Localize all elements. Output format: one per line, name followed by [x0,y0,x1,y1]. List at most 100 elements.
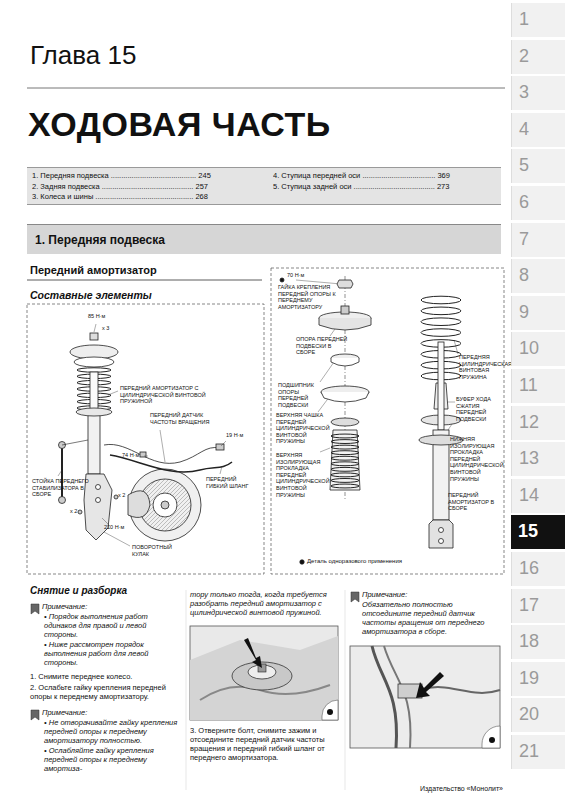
quantity: x 2 [118,492,138,499]
procedure-step: 2. Ослабьте гайку крепления передней опо… [30,683,178,701]
contents-entry: 1. Передняя подвеска ...................… [32,171,258,180]
tab-number: 3 [519,82,563,104]
contents-entry: 2. Задняя подвеска .....................… [32,182,258,191]
subheading: Передний амортизатор [30,264,250,277]
tab-number: 20 [519,704,563,726]
part-name: ГАЙКА КРЕПЛЕНИЯ ПЕРЕДНЕЙ ОПОРЫ К ПЕРЕДНЕ… [278,284,338,310]
tab-number: 11 [519,375,563,397]
chapter-tab: 7 [511,223,565,257]
figure-frame [27,304,264,574]
chapter-tab-active: 15 [511,515,565,549]
contents-entry: 5. Ступица задней оси ..................… [273,182,499,191]
part-name: НИЖНЯЯ ИЗОЛИРУЮЩАЯ ПРОКЛАДКА ПЕРЕДНЕЙ ЦИ… [450,436,502,482]
note-text: • Порядок выполнения работ одинаков для … [42,612,182,639]
tab-number: 16 [519,558,563,580]
tab-number: 4 [519,119,563,141]
chapter-tab: 5 [511,149,565,183]
coil-turn [331,462,359,466]
chapter-tab: 6 [511,186,565,220]
exploded-view [280,276,463,564]
quantity: x 3 [102,325,122,332]
tab-number: 5 [519,155,563,177]
figure-frame [271,268,504,574]
contents-entry: 3. Колеса и шины .......................… [32,192,258,201]
chapter-tab: 18 [511,625,565,659]
photo [190,626,338,720]
procedure-step: 1. Снимите переднее колесо. [30,672,178,681]
chapter-tab: 9 [511,296,565,330]
column-rule [345,590,346,790]
note-box: Примечание:Обязательно полностью отсоеди… [348,590,502,637]
page-title: ХОДОВАЯ ЧАСТЬ [28,104,498,145]
header-rule [27,88,505,89]
tab-number: 9 [519,302,563,324]
contents-box: 1. Передняя подвеска ...................… [27,167,501,205]
section-heading: Снятие и разборка [30,585,180,597]
part-name: ПЕРЕДНИЙ ГИБКИЙ ШЛАНГ [206,476,254,489]
chapter-tab: 1 [511,3,565,37]
publisher-name: Издательство «Монолит» [420,785,508,793]
chapter-tab: 16 [511,552,565,586]
photo [350,646,500,748]
tab-number: 7 [519,229,563,251]
tab-number: 18 [519,631,563,653]
tab-number: 13 [519,448,563,470]
note-text: • Не отворачивайте гайку крепления перед… [42,718,182,745]
tab-number: 1 [519,9,563,31]
chapter-tab: 4 [511,113,565,147]
part-name: ПЕРЕДНИЙ АМОРТИЗАТОР В СБОРЕ [448,492,498,512]
coil-turn [331,451,359,455]
note-heading: Примечание: [42,708,182,717]
part-name: ВЕРХНЯЯ ИЗОЛИРУЮЩАЯ ПРОКЛАДКА ПЕРЕДНЕЙ Ц… [276,452,330,498]
chapter-tab: 13 [511,442,565,476]
contents-entry: 4. Ступица передней оси ................… [273,171,499,180]
section-band: 1. Передняя подвеска [27,224,501,254]
legend-text: Деталь одноразового применения [307,558,497,565]
tab-number: 10 [519,338,563,360]
tab-number: 2 [519,46,563,68]
tab-number: 21 [519,741,563,763]
section-title: 1. Передняя подвеска [35,233,435,247]
part-name: СТОЙКА ПЕРЕДНЕГО СТАБИЛИЗАТОРА В СБОРЕ [32,478,90,498]
torque-value: 210 Н·м [104,524,140,531]
leader-lines [58,280,458,546]
tab-number: 12 [519,412,563,434]
coil-turn [331,456,359,460]
note-continuation: тору только тогда, когда требуется разоб… [190,590,338,617]
note-box: Примечание:• Порядок выполнения работ од… [28,602,182,668]
coil-turn [331,440,359,444]
part-name: БУФЕР ХОДА СЖАТИЯ ПЕРЕДНЕЙ ПОДВЕСКИ [456,396,500,422]
note-text: Обязательно полностью отсоедините передн… [362,600,502,636]
coil-turn [421,329,461,337]
subheading: Составные элементы [30,289,250,302]
note-text: • Ниже рассмотрен порядок выполнения раб… [42,640,182,667]
coil-turn [421,318,461,326]
note-heading: Примечание: [362,590,502,599]
note-text: • Ослабляйте гайку крепления передней оп… [42,746,182,773]
chapter-heading: Глава 15 [30,40,250,71]
tab-number: 15 [518,521,562,543]
chapter-tab: 19 [511,662,565,696]
coil-turn [331,484,359,488]
chapter-tab: 17 [511,589,565,623]
chapter-tab: 21 [511,735,565,769]
chapter-tab: 10 [511,332,565,366]
coil-turn [331,467,359,471]
coil-turn [331,479,359,483]
tab-number: 14 [519,485,563,507]
chapter-tab: 14 [511,479,565,513]
quantity: x 2 [70,508,90,515]
chapter-tab: 8 [511,259,565,293]
note-heading: Примечание: [42,602,182,611]
part-name: ВЕРХНЯЯ ЧАШКА ПЕРЕДНЕЙ ЦИЛИНДРИЧЕСКОЙ ВИ… [276,412,326,445]
coil-turn [331,434,359,438]
strut-assembly [59,333,233,541]
coil-turn [331,445,359,449]
note-box: Примечание:• Не отворачивайте гайку креп… [28,708,182,774]
part-name: ПОВОРОТНЫЙ КУЛАК [132,544,182,557]
part-name: ОПОРА ПЕРЕДНЕЙ ПОДВЕСКИ В СБОРЕ [296,336,348,356]
tab-number: 19 [519,668,563,690]
part-name: ПЕРЕДНИЙ ДАТЧИК ЧАСТОТЫ ВРАЩЕНИЯ [150,412,222,425]
column-rule [186,590,187,790]
